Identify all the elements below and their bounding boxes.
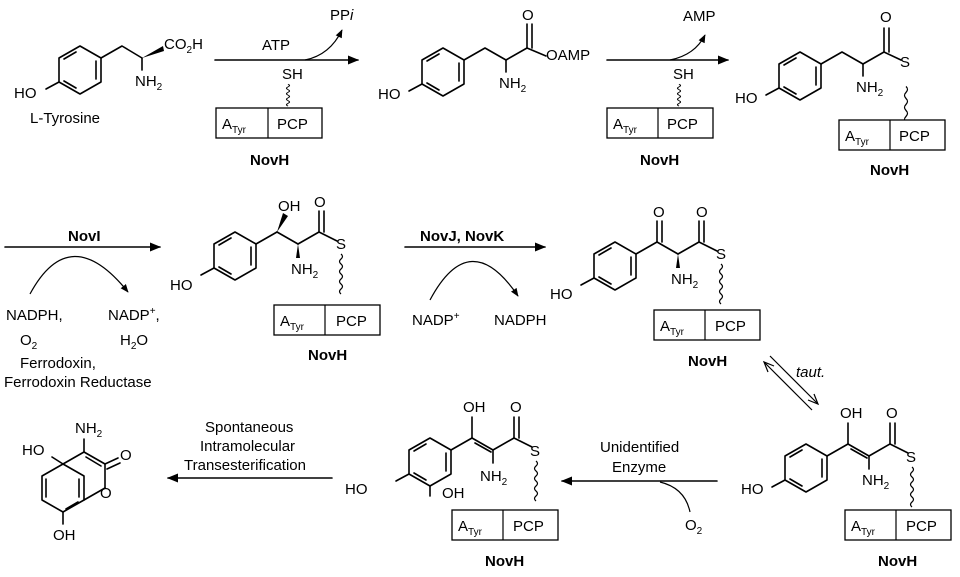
- step2-arrow: AMP: [606, 8, 730, 65]
- beta-hydroxytyrosyl-s-novh-structure: OH O S NH2 HO ATyr PCP NovH: [170, 194, 381, 364]
- nh2-label: NH2: [75, 420, 103, 440]
- novh-label: NovH: [250, 152, 289, 169]
- a-tyr-domain: ATyr: [458, 518, 483, 538]
- step4-arrow: NovJ, NovK NADP+ NADPH: [404, 228, 547, 329]
- enol-tautomer-structure: OH O S NH2 HO ATyr PCP NovH: [741, 405, 952, 570]
- co2h-label: CO2H: [164, 36, 203, 56]
- novh-label: NovH: [485, 553, 524, 570]
- ho-label: HO: [378, 86, 401, 103]
- o-label: O: [522, 7, 534, 24]
- ho-label: HO: [22, 442, 45, 459]
- l-tyrosine-label: L-Tyrosine: [30, 110, 100, 127]
- a-tyr-domain: ATyr: [280, 313, 305, 333]
- nadph-label: NADPH: [494, 312, 547, 329]
- step7-arrow: Spontaneous Intramolecular Transesterifi…: [166, 419, 333, 483]
- ho-label: HO: [741, 481, 764, 498]
- nh2-label: NH2: [499, 75, 527, 95]
- intramolecular-label: Intramolecular: [200, 438, 295, 455]
- ho-label: HO: [14, 85, 37, 102]
- oamp-label: OAMP: [546, 47, 590, 64]
- a-tyr-domain: ATyr: [660, 318, 685, 338]
- s-label: S: [530, 443, 540, 460]
- pcp-domain: PCP: [899, 128, 930, 145]
- oh-label: OH: [463, 399, 486, 416]
- a-tyr-domain: ATyr: [845, 128, 870, 148]
- tyrosyl-amp-structure: O OAMP NH2 HO: [378, 7, 590, 103]
- spontaneous-label: Spontaneous: [205, 419, 293, 436]
- novj-novk-label: NovJ, NovK: [420, 228, 504, 245]
- novh-label: NovH: [688, 353, 727, 370]
- atp-label: ATP: [262, 37, 290, 54]
- a-tyr-domain: ATyr: [613, 116, 638, 136]
- s-label: S: [906, 449, 916, 466]
- o-label: O: [120, 447, 132, 464]
- step6-arrow: Unidentified Enzyme O2: [560, 439, 718, 537]
- taut-label: taut.: [796, 364, 825, 381]
- nh2-label: NH2: [671, 271, 699, 291]
- novh-label: NovH: [870, 162, 909, 179]
- pcp-domain: PCP: [336, 313, 367, 330]
- ppi-label: PPi: [330, 7, 354, 24]
- o-label: O: [653, 204, 665, 221]
- o-label: O: [696, 204, 708, 221]
- novh-label: NovH: [640, 152, 679, 169]
- ho-label: HO: [735, 90, 758, 107]
- o-label: O: [510, 399, 522, 416]
- unidentified-label: Unidentified: [600, 439, 679, 456]
- pcp-domain: PCP: [513, 518, 544, 535]
- enzyme-label: Enzyme: [612, 459, 666, 476]
- ho-label: HO: [345, 481, 368, 498]
- transesterification-label: Transesterification: [184, 457, 306, 474]
- oh-label: OH: [53, 527, 76, 544]
- pcp-domain: PCP: [667, 116, 698, 133]
- ferrodoxin-label: Ferrodoxin,: [20, 355, 96, 372]
- o-label: O: [314, 194, 326, 211]
- sh-label: SH: [673, 66, 694, 83]
- ring-o-label: O: [100, 485, 112, 502]
- ferrodoxin-reductase-label: Ferrodoxin Reductase: [4, 374, 152, 391]
- nh2-label: NH2: [291, 261, 319, 281]
- step1-arrow: ATP PPi: [214, 7, 360, 65]
- l-tyrosine-structure: CO2H NH2 HO L-Tyrosine: [14, 36, 203, 127]
- s-label: S: [900, 54, 910, 71]
- a-tyr-domain: ATyr: [222, 116, 247, 136]
- nadp-plus-label: NADP+: [412, 311, 460, 329]
- nadp-label: NADP+,: [108, 306, 160, 324]
- novh-label: NovH: [308, 347, 347, 364]
- o2-label: O2: [685, 517, 703, 537]
- h2o-label: H2O: [120, 332, 148, 352]
- tautomerization-equilibrium: taut.: [762, 355, 825, 411]
- oh-label: OH: [442, 485, 465, 502]
- beta-ketotyrosyl-s-novh-structure: O O S NH2 HO ATyr PCP NovH: [550, 204, 761, 370]
- nadph-o2-label: NADPH,: [6, 307, 63, 324]
- pcp-domain: PCP: [906, 518, 937, 535]
- sh-label: SH: [282, 66, 303, 83]
- novh-sh-carrier: SH ATyr PCP NovH: [215, 66, 323, 169]
- ho-label: HO: [170, 277, 193, 294]
- a-tyr-domain: ATyr: [851, 518, 876, 538]
- ho-label: HO: [550, 286, 573, 303]
- tyrosyl-s-novh-structure: O S NH2 HO ATyr PCP NovH: [735, 9, 946, 179]
- nh2-label: NH2: [480, 468, 508, 488]
- dihydroxyphenyl-enol-structure: OH O S NH2 HO OH ATyr PCP NovH: [345, 399, 559, 570]
- nh2-label: NH2: [862, 472, 890, 492]
- o-label: O: [880, 9, 892, 26]
- aminocoumarin-product-structure: NH2 HO O O OH: [22, 420, 132, 544]
- amp-label: AMP: [683, 8, 716, 25]
- s-label: S: [336, 236, 346, 253]
- nh2-label: NH2: [856, 79, 884, 99]
- novi-label: NovI: [68, 228, 101, 245]
- oh-label: OH: [278, 198, 301, 215]
- step3-arrow: NovI NADPH, O2 NADP+, H2O Ferrodoxin, Fe…: [4, 228, 162, 391]
- nh2-label: NH2: [135, 73, 163, 93]
- novh-label: NovH: [878, 553, 917, 570]
- pcp-domain: PCP: [277, 116, 308, 133]
- pcp-domain: PCP: [715, 318, 746, 335]
- oh-label: OH: [840, 405, 863, 422]
- o-label: O: [886, 405, 898, 422]
- novh-sh-carrier: SH ATyr PCP NovH: [606, 66, 714, 169]
- s-label: S: [716, 246, 726, 263]
- o2-label: O2: [20, 332, 38, 352]
